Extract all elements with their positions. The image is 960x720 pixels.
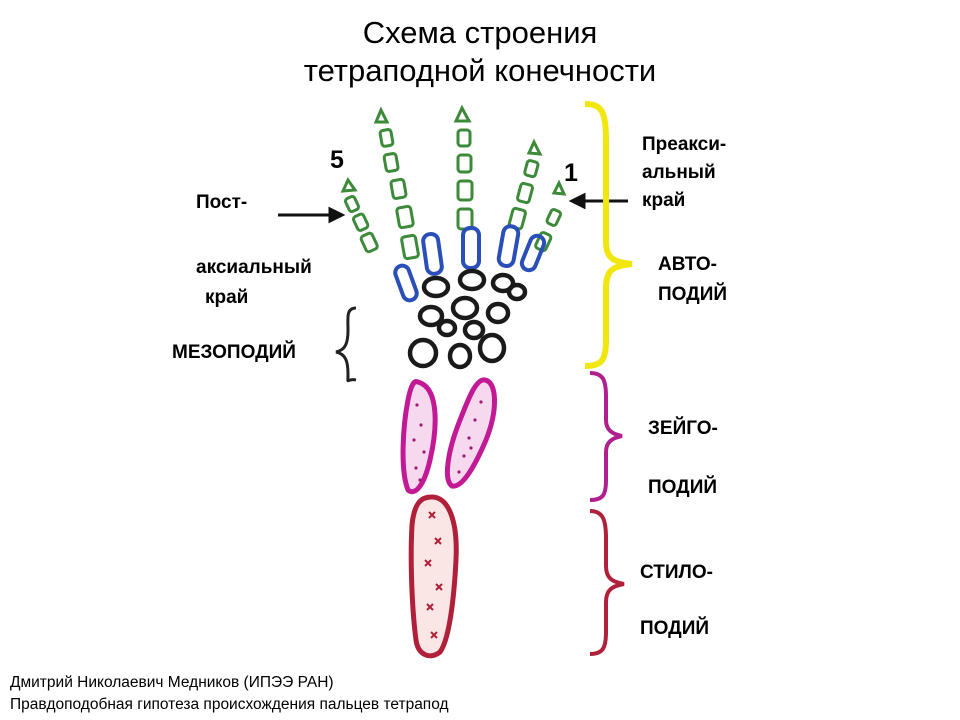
stylopodium-label-line-1: СТИЛО-: [640, 562, 713, 583]
autopodium-brace: [584, 101, 633, 369]
mesopodials: [407, 268, 528, 370]
autopodium-label-line-1: АВТО-: [658, 254, 717, 275]
mesopodium-brace: [335, 306, 357, 383]
preaxial-arrow: [568, 192, 628, 210]
zeugopodium-bones: [400, 377, 497, 494]
metapodials: [393, 224, 547, 303]
preaxial-label-line-2: альный: [642, 162, 716, 183]
stylopodium-brace: [589, 509, 625, 656]
stylopodium-label-line-2: ПОДИЙ: [640, 618, 710, 639]
postaxial-label-line-1: Пост-: [196, 192, 248, 213]
diagram-title: Схема строения тетраподной конечности: [0, 14, 960, 90]
digit-number-5: 5: [330, 146, 344, 174]
digit-2-phalanges: [507, 138, 543, 231]
autopodium-label: АВТО- ПОДИЙ: [658, 250, 727, 310]
zeugopodium-label-line-1: ЗЕЙГО-: [648, 418, 718, 439]
stylopodium-bone: [408, 494, 459, 659]
preaxial-label-line-3: край: [642, 190, 686, 211]
zeugopodium-brace: [589, 371, 623, 502]
autopodium-label-line-2: ПОДИЙ: [658, 284, 728, 305]
postaxial-label-line-2: аксиальный: [196, 257, 312, 278]
mesopodium-label: МЕЗОПОДИЙ: [172, 342, 296, 363]
title-line-2: тетраподной конечности: [303, 53, 657, 88]
zeugopodium-label-line-2: ПОДИЙ: [648, 477, 718, 498]
preaxial-label-line-1: Преакси-: [642, 134, 727, 155]
preaxial-label: Преакси- альный край: [642, 131, 726, 215]
footer-author: Дмитрий Николаевич Медников (ИПЭЭ РАН): [10, 674, 334, 691]
digit-3-phalanges: [453, 104, 474, 231]
digit-1-phalanges: [534, 179, 567, 253]
digit-5-phalanges: [340, 176, 379, 254]
postaxial-arrow: [278, 206, 346, 224]
footer-credit: Дмитрий Николаевич Медников (ИПЭЭ РАН) П…: [10, 672, 449, 716]
postaxial-label-line-3: край: [205, 287, 249, 308]
digit-number-1: 1: [564, 159, 578, 187]
title-line-1: Схема строения: [362, 15, 598, 50]
footer-subtitle: Правдоподобная гипотеза происхождения па…: [10, 696, 449, 713]
digit-4-phalanges: [373, 106, 420, 261]
